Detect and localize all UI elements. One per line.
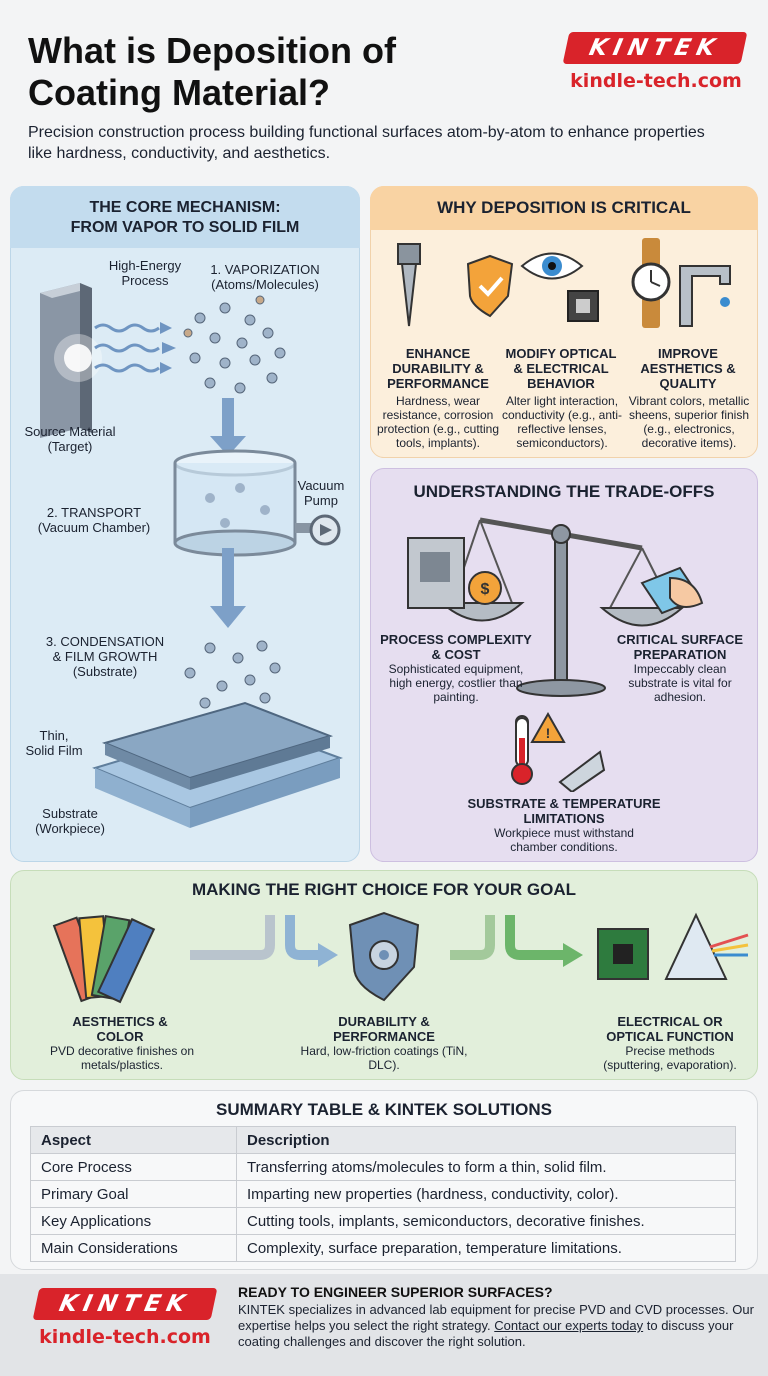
workpiece-icon bbox=[558, 750, 606, 792]
shield-gear-icon bbox=[348, 911, 420, 1002]
table-cell: Core Process bbox=[30, 1153, 237, 1181]
thin-film-label: Thin,Solid Film bbox=[25, 728, 83, 758]
contact-experts-link[interactable]: Contact our experts today bbox=[494, 1318, 644, 1333]
page-subtitle: Precision construction process building … bbox=[28, 124, 705, 162]
choice-item-desc-3: Precise methods (sputtering, evaporation… bbox=[603, 1044, 737, 1072]
why-item-desc-3: Vibrant colors, metallic sheens, superio… bbox=[628, 394, 750, 450]
choice-item-label-3: ELECTRICAL OR OPTICAL FUNCTION bbox=[606, 1014, 734, 1044]
balance-scale-icon bbox=[439, 517, 685, 697]
table-row: Key Applications Cutting tools, implants… bbox=[30, 1207, 736, 1235]
svg-text:$: $ bbox=[481, 581, 490, 598]
tradeoff-left-desc: Sophisticated equipment, high energy, co… bbox=[388, 662, 524, 704]
table-header-aspect: Aspect bbox=[30, 1126, 237, 1154]
why-icons bbox=[397, 238, 731, 328]
substrate-label: Substrate(Workpiece) bbox=[35, 806, 105, 836]
temperature-icons: ! bbox=[511, 712, 606, 792]
vacuum-chamber bbox=[173, 449, 341, 557]
choice-title: MAKING THE RIGHT CHOICE FOR YOUR GOAL bbox=[191, 880, 577, 899]
table-cell: Imparting new properties (hardness, cond… bbox=[236, 1180, 736, 1208]
color-swatch-icon bbox=[52, 914, 156, 1004]
choice-item-desc-1: PVD decorative finishes on metals/plasti… bbox=[49, 1044, 195, 1072]
mechanism-title: THE CORE MECHANISM: FROM VAPOR TO SOLID … bbox=[70, 199, 300, 236]
footer-url[interactable]: kindle-tech.com bbox=[39, 1326, 211, 1348]
table-cell: Complexity, surface preparation, tempera… bbox=[236, 1234, 736, 1262]
machine-icon bbox=[407, 537, 465, 609]
why-panel bbox=[370, 186, 758, 458]
watch-faucet-icon bbox=[631, 238, 731, 328]
mechanism-header-bg bbox=[10, 186, 360, 248]
table-cell: Main Considerations bbox=[30, 1234, 237, 1262]
table-cell: Transferring atoms/molecules to form a t… bbox=[236, 1153, 736, 1181]
tradeoff-right-desc: Impeccably clean substrate is vital for … bbox=[628, 662, 732, 704]
transport-label: 2. TRANSPORT(Vacuum Chamber) bbox=[37, 505, 151, 535]
source-target bbox=[40, 283, 102, 438]
kintek-logo: KINTEK bbox=[562, 32, 748, 64]
tradeoff-bottom-label: SUBSTRATE & TEMPERATURE LIMITATIONS bbox=[467, 796, 661, 826]
coin-icon bbox=[468, 571, 502, 605]
vaporization-label: 1. VAPORIZATION(Atoms/Molecules) bbox=[210, 262, 320, 292]
table-cell: Key Applications bbox=[30, 1207, 237, 1235]
eye-chip-icon bbox=[520, 252, 599, 322]
summary-table: Aspect Description Core Process Transfer… bbox=[30, 1126, 736, 1262]
footer-kintek-logo: KINTEK bbox=[32, 1288, 218, 1320]
table-header-description: Description bbox=[236, 1126, 736, 1154]
condensation-label: 3. CONDENSATION& FILM GROWTH(Substrate) bbox=[45, 634, 165, 679]
why-item-label-1: ENHANCE DURABILITY & PERFORMANCE bbox=[387, 346, 489, 391]
why-title: WHY DEPOSITION IS CRITICAL bbox=[437, 198, 691, 217]
footer-heading: READY TO ENGINEER SUPERIOR SURFACES? bbox=[238, 1284, 553, 1300]
choice-item-label-1: AESTHETICS & COLOR bbox=[72, 1014, 168, 1044]
page-title: What is Deposition of Coating Material? bbox=[28, 30, 396, 113]
table-row: Core Process Transferring atoms/molecule… bbox=[30, 1153, 736, 1181]
why-item-label-3: IMPROVE AESTHETICS & QUALITY bbox=[640, 346, 736, 391]
warning-icon bbox=[530, 712, 566, 743]
table-row: Main Considerations Complexity, surface … bbox=[30, 1234, 736, 1262]
circuit-prism-icon bbox=[597, 912, 749, 980]
why-item-label-2: MODIFY OPTICAL & ELECTRICAL BEHAVIOR bbox=[505, 346, 617, 391]
choice-illustration bbox=[52, 911, 749, 1004]
tradeoff-right-label: CRITICAL SURFACE PREPARATION bbox=[616, 632, 744, 662]
mechanism-illustration bbox=[40, 283, 344, 828]
choice-item-desc-2: Hard, low-friction coatings (TiN, DLC). bbox=[300, 1044, 468, 1072]
source-label: Source Material(Target) bbox=[24, 424, 116, 454]
summary-title: SUMMARY TABLE & KINTEK SOLUTIONS bbox=[216, 1100, 552, 1119]
energy-waves bbox=[94, 323, 160, 373]
scale-illustration: $ bbox=[407, 517, 704, 758]
vapor-atoms bbox=[183, 295, 286, 394]
why-item-desc-1: Hardness, wear resistance, corrosion pro… bbox=[376, 394, 500, 450]
tradeoffs-title: UNDERSTANDING THE TRADE-OFFS bbox=[413, 482, 715, 501]
tradeoff-left-label: PROCESS COMPLEXITY & COST bbox=[380, 632, 532, 662]
table-header-row: Aspect Description bbox=[30, 1126, 736, 1154]
svg-text:!: ! bbox=[546, 725, 551, 741]
cleaning-hand-icon bbox=[640, 566, 704, 615]
why-item-desc-2: Alter light interaction, conductivity (e… bbox=[501, 394, 623, 450]
choice-item-label-2: DURABILITY & PERFORMANCE bbox=[333, 1014, 435, 1044]
table-cell: Cutting tools, implants, semiconductors,… bbox=[236, 1207, 736, 1235]
header-url[interactable]: kindle-tech.com bbox=[570, 70, 742, 92]
drill-shield-icon bbox=[397, 243, 514, 327]
tradeoff-bottom-desc: Workpiece must withstand chamber conditi… bbox=[494, 826, 634, 854]
footer-body: KINTEK specializes in advanced lab equip… bbox=[238, 1302, 754, 1349]
table-cell: Primary Goal bbox=[30, 1180, 237, 1208]
substrate-stack bbox=[92, 701, 344, 828]
why-header-bg bbox=[370, 186, 758, 230]
table-row: Primary Goal Imparting new properties (h… bbox=[30, 1180, 736, 1208]
